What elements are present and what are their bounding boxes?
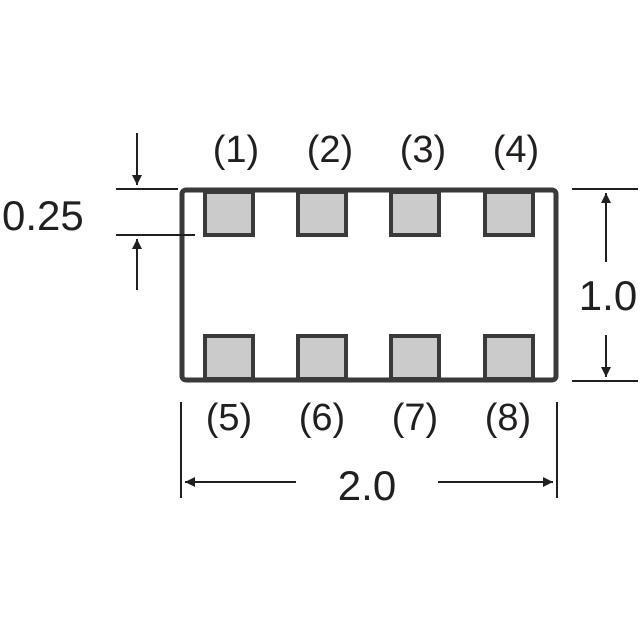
pin-label-4: (4) xyxy=(493,129,539,171)
pad-dimension: 0.25 xyxy=(2,133,195,290)
pad-7 xyxy=(389,334,441,381)
width-dimension-text: 2.0 xyxy=(338,462,396,509)
pad-dimension-text: 0.25 xyxy=(2,192,84,239)
pad-2 xyxy=(296,190,348,237)
pad-3 xyxy=(389,190,441,237)
pin-label-3: (3) xyxy=(400,129,446,171)
pin-label-6: (6) xyxy=(299,397,345,439)
pad-8 xyxy=(483,334,535,381)
package-body xyxy=(179,187,559,383)
pin-label-1: (1) xyxy=(213,129,259,171)
pad-6 xyxy=(296,334,348,381)
pad-4 xyxy=(483,190,535,237)
width-dimension: 2.0 xyxy=(180,402,558,509)
pin-label-5: (5) xyxy=(206,397,252,439)
pin-label-7: (7) xyxy=(392,397,438,439)
pad-5 xyxy=(203,334,255,381)
pad-1 xyxy=(203,190,255,237)
pin-label-2: (2) xyxy=(307,129,353,171)
height-dimension: 1.0 xyxy=(572,188,638,382)
height-dimension-text: 1.0 xyxy=(579,272,637,319)
pin-label-8: (8) xyxy=(485,397,531,439)
